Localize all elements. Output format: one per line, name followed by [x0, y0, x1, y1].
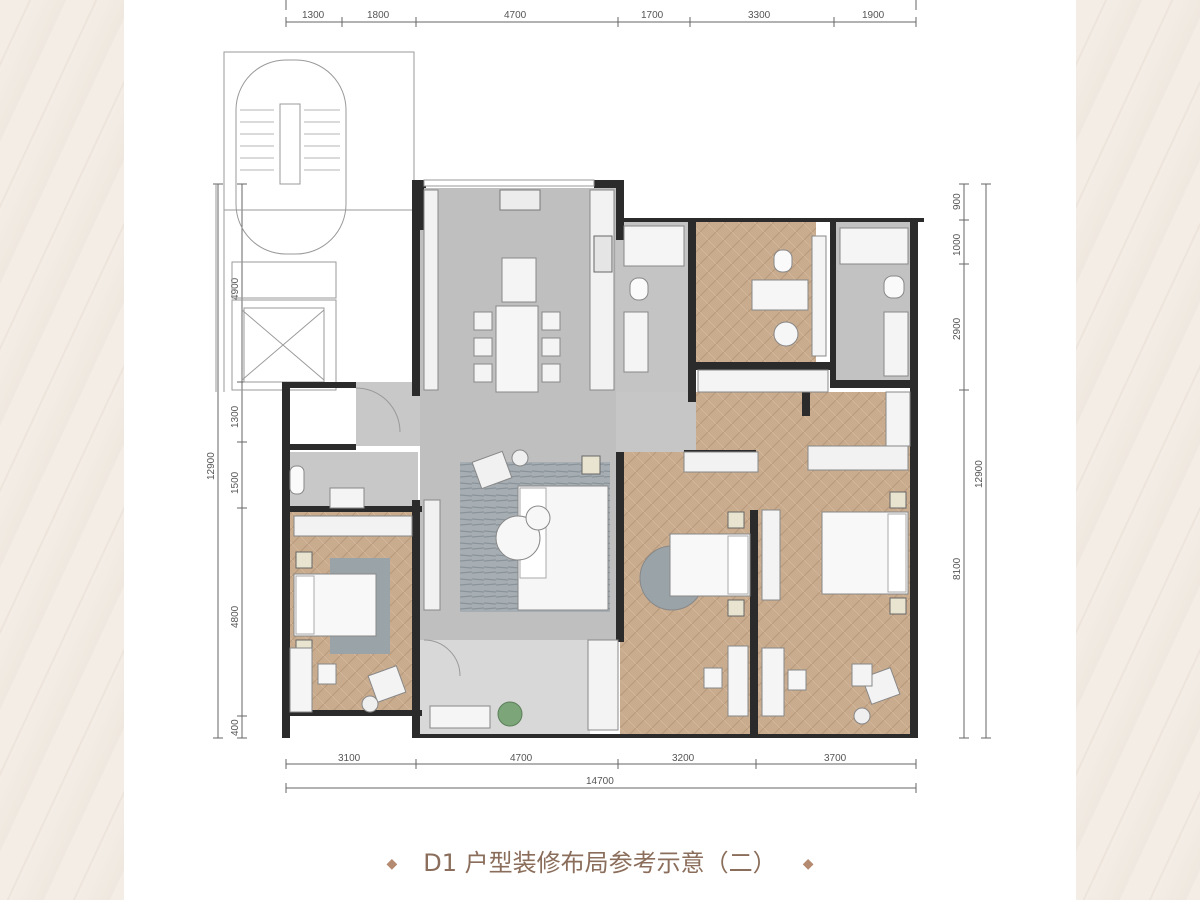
dim-bottom-1: 3100	[338, 753, 361, 764]
study-room	[697, 235, 829, 393]
diamond-icon: ◆	[386, 856, 398, 872]
master-desk	[761, 647, 785, 717]
plan-caption: ◆ D1 户型装修布局参考示意（二） ◆	[124, 843, 1076, 883]
floor-plan-canvas: 1300 1800 4700 1700 3300 1900 3100 4700 …	[124, 0, 1076, 900]
stair-core	[215, 51, 415, 392]
dim-top-4: 1700	[641, 10, 664, 21]
master-toilet	[883, 275, 905, 299]
dim-right-3: 2900	[952, 317, 963, 340]
balcony	[423, 639, 523, 729]
master-bathroom	[839, 227, 911, 447]
top-dimension-line: 1300 1800 4700 1700 3300 1900	[285, 0, 917, 27]
diamond-icon: ◆	[802, 856, 814, 872]
shower	[839, 227, 909, 265]
dim-top-2: 1800	[367, 10, 390, 21]
master-wardrobe	[807, 445, 909, 471]
dim-top-1: 1300	[302, 10, 325, 21]
dim-bottom-3: 3200	[672, 753, 695, 764]
dim-bottom-4: 3700	[824, 753, 847, 764]
tv-console	[423, 499, 441, 611]
left-wardrobe	[293, 515, 413, 537]
dim-top-6: 1900	[862, 10, 885, 21]
dining-table	[495, 305, 539, 393]
floor-plan: 1300 1800 4700 1700 3300 1900 3100 4700 …	[206, 0, 991, 793]
balcony-cabinet	[587, 639, 619, 731]
coffee-table	[495, 515, 541, 561]
left-texture-margin	[0, 0, 124, 900]
dim-right-4: 8100	[952, 557, 963, 580]
dim-right-1: 900	[952, 193, 963, 210]
study-bookshelf	[811, 235, 827, 357]
left-desk	[289, 647, 313, 713]
balcony-bench	[429, 705, 491, 729]
plant-icon	[497, 701, 523, 727]
kitchen-sink	[499, 189, 541, 211]
dim-top-5: 3300	[748, 10, 771, 21]
dim-bottom-total: 14700	[586, 776, 614, 787]
dim-left-3: 1500	[230, 471, 241, 494]
study-chair	[773, 321, 799, 347]
guest-vanity	[623, 311, 649, 373]
left-lounge-chair	[367, 665, 407, 703]
hall-floor	[616, 392, 696, 452]
left-bedroom	[289, 465, 413, 713]
guest-toilet	[629, 277, 649, 301]
dim-left-1: 4900	[230, 277, 241, 300]
wardrobe-top	[697, 369, 829, 393]
master-bedroom	[761, 445, 909, 725]
left-toilet	[289, 465, 305, 495]
dim-bottom-2: 4700	[510, 753, 533, 764]
dim-left-2: 1300	[230, 405, 241, 428]
dim-left-total: 12900	[206, 452, 217, 480]
caption-text: D1 户型装修布局参考示意（二）	[423, 849, 777, 877]
dim-right-total: 12900	[974, 460, 985, 488]
second-desk	[727, 645, 749, 717]
kitchen-island	[501, 257, 537, 303]
walls	[282, 180, 924, 738]
kitchen	[423, 189, 615, 391]
living-area	[423, 449, 610, 612]
study-desk	[751, 279, 809, 311]
entry-door	[355, 387, 401, 433]
side-lamp	[581, 455, 601, 475]
second-bedroom	[587, 451, 759, 731]
dining-set	[473, 257, 561, 393]
guest-bathroom	[623, 225, 685, 373]
dim-left-4: 4800	[230, 605, 241, 628]
right-dimension-line: 900 1000 2900 8100 12900	[952, 183, 991, 739]
stove	[593, 235, 613, 273]
entry-floor	[356, 382, 420, 446]
bottom-dimension-line: 3100 4700 3200 3700 14700	[285, 753, 917, 793]
lounge-chair	[471, 450, 513, 490]
right-texture-margin	[1076, 0, 1200, 900]
dim-right-2: 1000	[952, 233, 963, 256]
north-window	[423, 179, 595, 187]
double-vanity	[883, 311, 909, 377]
left-dimension-line: 12900 4900 1300 1500 4800 400	[206, 183, 247, 739]
dim-top-3: 4700	[504, 10, 527, 21]
second-wardrobe	[683, 451, 759, 473]
dim-left-5: 400	[230, 719, 241, 736]
